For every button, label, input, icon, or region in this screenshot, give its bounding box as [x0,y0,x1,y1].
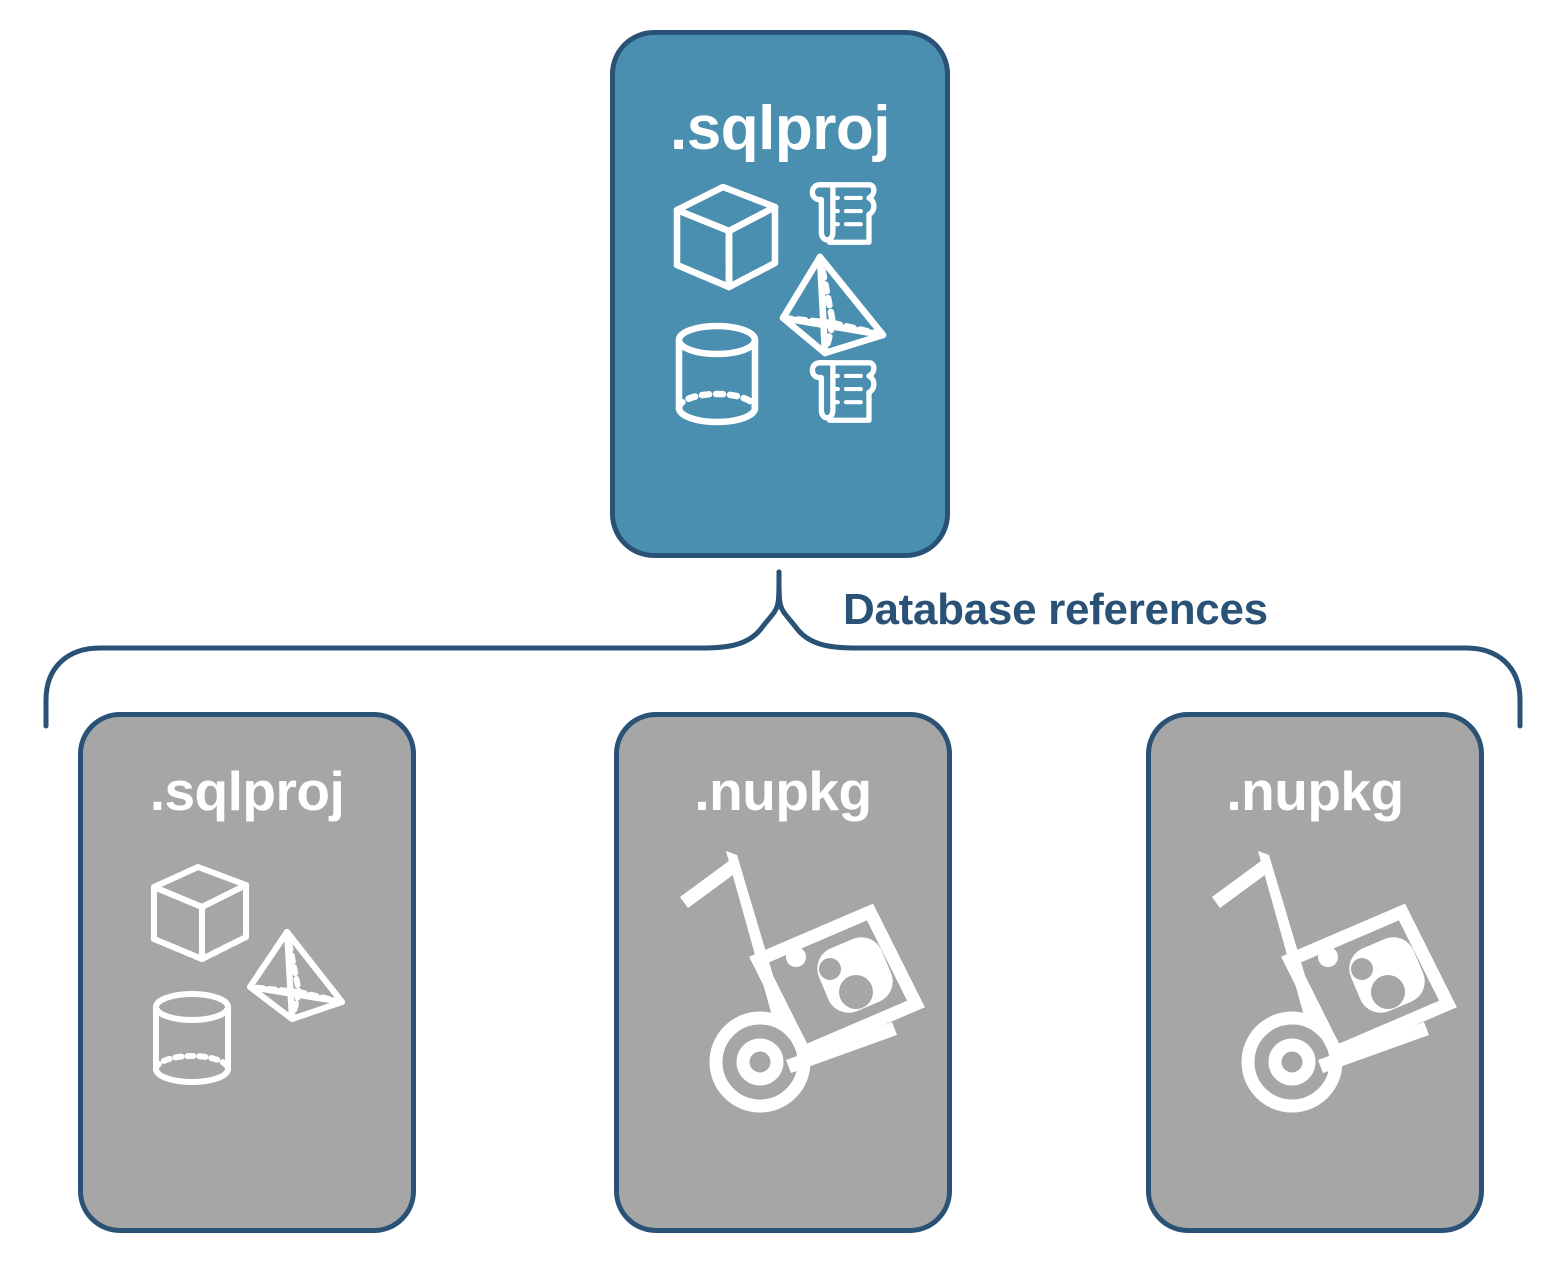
node-nupkg-reference-1[interactable]: .nupkg [614,712,952,1233]
node-sqlproj-reference[interactable]: .sqlproj [78,712,416,1233]
hand-truck-package-icon [1212,851,1457,1113]
cylinder-icon [675,322,759,426]
hand-truck-package-icon [680,851,925,1113]
nupkg-icon-group [619,837,947,1137]
node-label: .nupkg [694,760,872,822]
sqlproj-shapes-icon-group [615,175,945,455]
sqlproj-shapes-icon-group [83,857,411,1117]
node-label: .nupkg [1226,760,1404,822]
pyramid-icon [779,253,887,357]
node-sqlproj-root[interactable]: .sqlproj [610,30,950,558]
scroll-icon [809,360,877,423]
connector-label: Database references [843,585,1268,634]
node-label: .sqlproj [149,760,345,822]
scroll-icon [809,182,877,245]
cylinder-icon [153,991,231,1085]
cube-icon [151,864,249,962]
pyramid-icon [247,929,345,1022]
node-nupkg-reference-2[interactable]: .nupkg [1146,712,1484,1233]
node-label: .sqlproj [670,94,890,163]
nupkg-icon-group [1151,837,1479,1137]
cube-icon [673,183,779,291]
